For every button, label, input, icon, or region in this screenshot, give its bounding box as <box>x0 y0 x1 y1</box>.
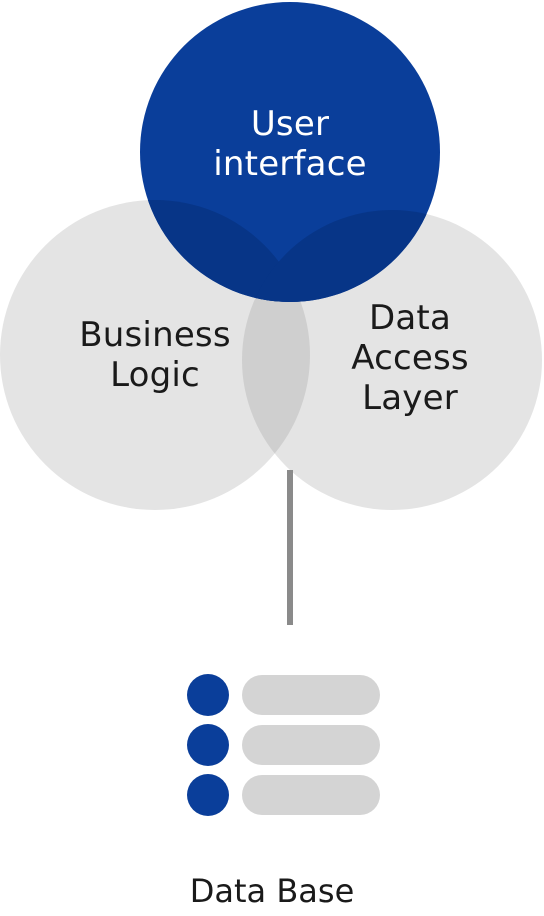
business-logic-label-line-2: Logic <box>110 355 200 395</box>
business-logic-label: Business Logic <box>45 315 265 395</box>
user-interface-label-line-2: interface <box>213 144 367 184</box>
database-bar-3 <box>242 775 380 815</box>
database-dot-3 <box>187 774 229 816</box>
database-bar-2 <box>242 725 380 765</box>
data-access-layer-label-line-2: Access <box>351 338 469 378</box>
data-access-layer-label-line-3: Layer <box>362 378 458 418</box>
data-access-layer-label-line-1: Data <box>369 298 451 338</box>
data-access-layer-label: Data Access Layer <box>300 298 520 418</box>
user-interface-label-line-1: User <box>250 104 330 144</box>
database-label: Data Base <box>189 872 355 910</box>
ui-business-overlap <box>140 200 310 302</box>
database-dot-2 <box>187 724 229 766</box>
database-bar-1 <box>242 675 380 715</box>
ui-data-overlap <box>242 210 440 302</box>
user-interface-label: User interface <box>140 104 440 184</box>
database-icon <box>187 674 380 816</box>
database-dot-1 <box>187 674 229 716</box>
business-logic-label-line-1: Business <box>79 315 231 355</box>
